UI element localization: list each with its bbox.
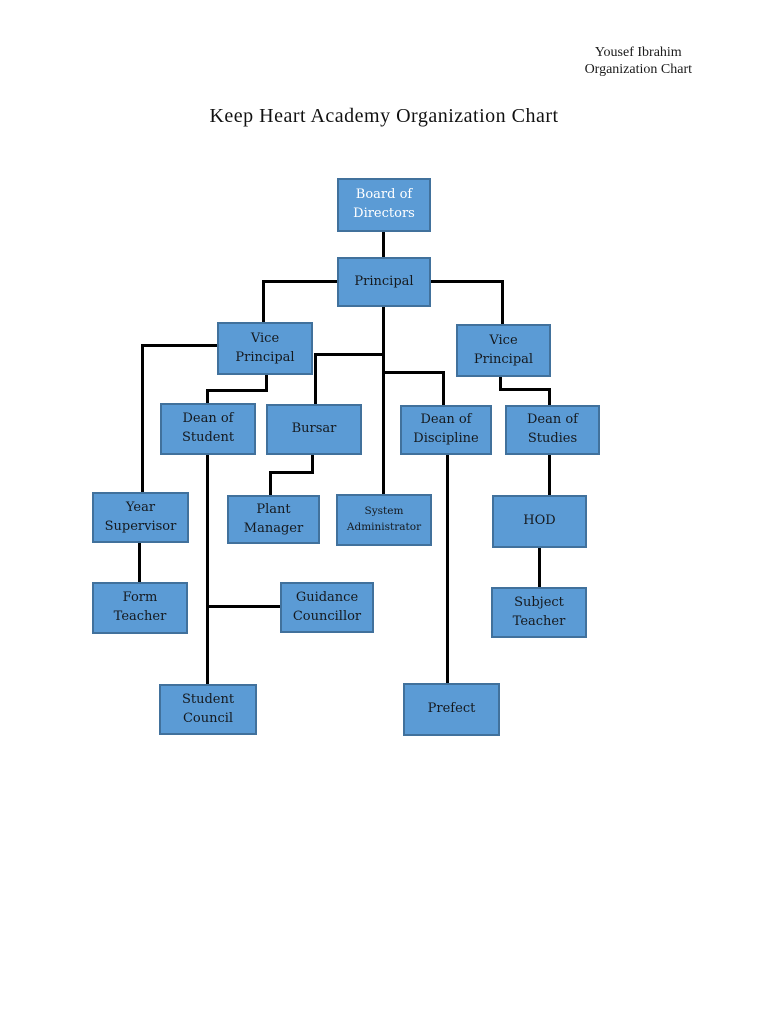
org-node-board-of-directors: Board of Directors — [337, 178, 431, 232]
org-node-subject-teacher: Subject Teacher — [491, 587, 587, 638]
connector-line — [442, 371, 445, 405]
connector-line — [311, 455, 314, 474]
connector-line — [538, 548, 541, 587]
document-header: Yousef Ibrahim Organization Chart — [585, 44, 692, 78]
org-node-vice-principal-left: Vice Principal — [217, 322, 313, 375]
org-node-guidance-councillor: Guidance Councillor — [280, 582, 374, 633]
connector-line — [138, 543, 141, 582]
connector-line — [548, 455, 551, 495]
connector-line — [501, 280, 504, 324]
connector-line — [265, 375, 268, 392]
header-author: Yousef Ibrahim — [594, 45, 682, 60]
connector-line — [499, 388, 551, 391]
connector-line — [206, 389, 268, 392]
org-node-dean-of-studies: Dean of Studies — [505, 405, 600, 455]
connector-line — [206, 455, 209, 684]
connector-line — [548, 388, 551, 405]
org-node-student-council: Student Council — [159, 684, 257, 735]
connector-line — [314, 353, 384, 356]
connector-line — [206, 605, 280, 608]
connector-line — [262, 280, 338, 283]
org-node-vice-principal-right: Vice Principal — [456, 324, 551, 377]
header-subtitle: Organization Chart — [584, 62, 692, 77]
org-node-prefect: Prefect — [403, 683, 500, 736]
org-node-system-administrator: System Administrator — [336, 494, 432, 546]
connector-line — [499, 377, 502, 391]
org-node-plant-manager: Plant Manager — [227, 495, 320, 544]
page-title: Keep Heart Academy Organization Chart — [209, 105, 559, 127]
org-node-bursar: Bursar — [266, 404, 362, 455]
org-node-form-teacher: Form Teacher — [92, 582, 188, 634]
connector-line — [269, 471, 272, 495]
connector-line — [382, 307, 385, 494]
connector-line — [206, 389, 209, 403]
connector-line — [141, 344, 219, 347]
connector-line — [269, 471, 314, 474]
org-node-dean-of-discipline: Dean of Discipline — [400, 405, 492, 455]
connector-line — [384, 371, 445, 374]
connector-line — [446, 455, 449, 683]
connector-line — [141, 344, 144, 492]
connector-line — [382, 232, 385, 259]
org-node-dean-of-student: Dean of Student — [160, 403, 256, 455]
org-node-year-supervisor: Year Supervisor — [92, 492, 189, 543]
connector-line — [314, 353, 317, 404]
org-node-hod: HOD — [492, 495, 587, 548]
connector-line — [262, 280, 265, 322]
connector-line — [430, 280, 504, 283]
org-node-principal: Principal — [337, 257, 431, 307]
